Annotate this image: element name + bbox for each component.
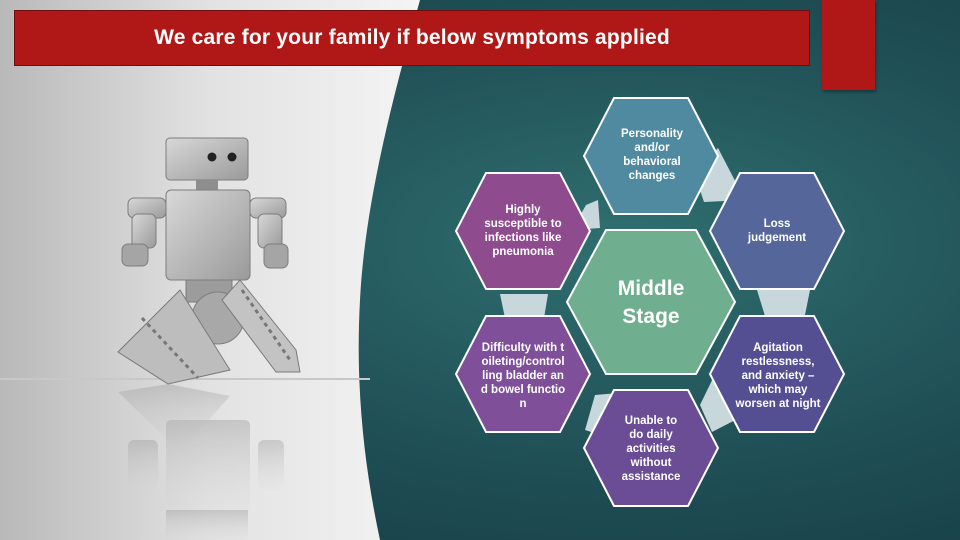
accent-tab <box>822 0 875 90</box>
hex-loss <box>708 172 846 290</box>
symptom-agitation: Agitation restlessness, and anxiety – wh… <box>732 336 824 416</box>
hex-unable <box>582 389 720 507</box>
symptom-text-3: Agitation restlessness, and anxiety – wh… <box>735 342 821 410</box>
connector-2 <box>757 290 810 316</box>
hex-personality <box>582 97 720 215</box>
symptom-text-6: Highly susceptible to infections like pn… <box>484 204 562 258</box>
connector-5 <box>500 294 548 318</box>
symptom-text-4: Unable to do daily activities without as… <box>621 415 681 483</box>
symptom-text-5: Difficulty with toileting/controlling bl… <box>480 342 566 410</box>
hex-agitation <box>708 315 846 433</box>
title-bar: We care for your family if below symptom… <box>14 10 810 66</box>
hex-infections <box>454 172 592 290</box>
symptom-loss: Loss judgement <box>737 205 817 257</box>
symptom-text-2: Loss judgement <box>747 218 807 244</box>
center-text: Middle Stage <box>617 277 685 328</box>
symptom-text-1: Personality and/or behavioral changes <box>621 128 683 182</box>
symptom-difficulty: Difficulty with toileting/controlling bl… <box>479 336 567 416</box>
symptom-infections: Highly susceptible to infections like pn… <box>479 196 567 266</box>
symptom-personality: Personality and/or behavioral changes <box>610 120 694 190</box>
hex-center <box>565 229 737 375</box>
robot-figure <box>117 137 301 385</box>
center-label: Middle Stage <box>596 272 706 334</box>
hex-difficulty <box>454 315 592 433</box>
slide-title: We care for your family if below symptom… <box>154 26 670 49</box>
symptom-unable: Unable to do daily activities without as… <box>611 410 691 488</box>
